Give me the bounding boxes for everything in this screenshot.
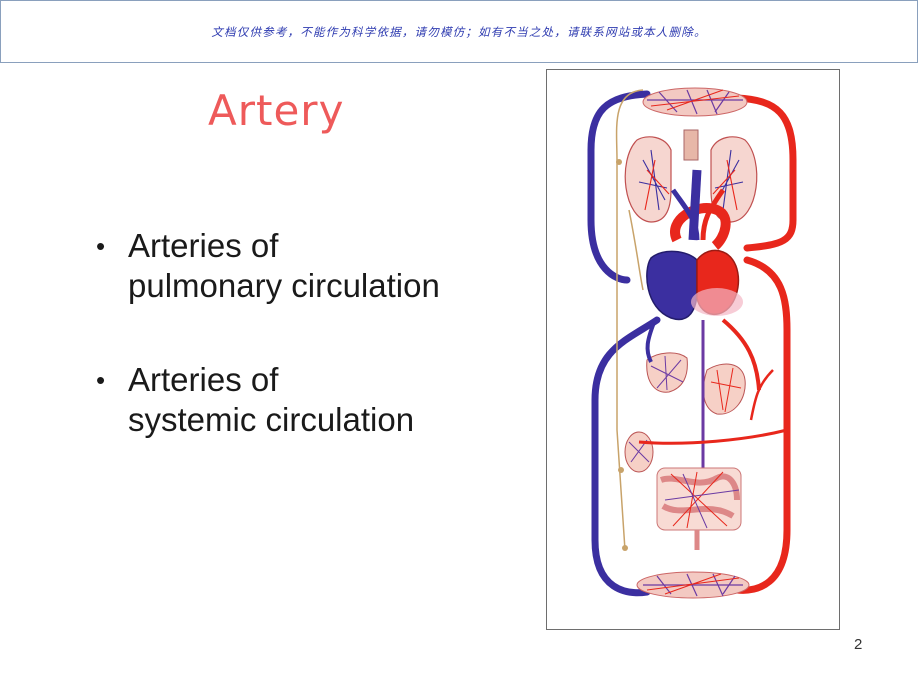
disclaimer-text: 文档仅供参考，不能作为科学依据，请勿模仿；如有不当之处，请联系网站或本人删除。: [211, 24, 707, 39]
circulation-diagram: [546, 69, 840, 630]
page-number: 2: [854, 636, 863, 653]
spleen: [624, 431, 654, 473]
disclaimer-banner: 文档仅供参考，不能作为科学依据，请勿模仿；如有不当之处，请联系网站或本人删除。: [0, 0, 918, 63]
bullet-item: • Arteries of systemic circulation: [96, 360, 526, 440]
lower-capillary-bed: [636, 571, 750, 599]
bullet-line: systemic circulation: [128, 401, 415, 438]
stomach: [702, 363, 746, 415]
lungs: [624, 129, 758, 223]
slide-title: Artery: [208, 86, 345, 135]
bullet-line: Arteries of: [128, 361, 279, 398]
bullet-dot-icon: •: [96, 231, 106, 261]
bullet-dot-icon: •: [96, 365, 106, 395]
heart: [646, 169, 743, 321]
intestines: [656, 467, 742, 550]
bullet-item: • Arteries of pulmonary circulation: [96, 226, 526, 306]
head-capillary-bed: [642, 87, 748, 117]
liver: [646, 352, 688, 393]
bullet-line: pulmonary circulation: [128, 267, 440, 304]
bullet-list: • Arteries of pulmonary circulation • Ar…: [96, 226, 526, 494]
bullet-line: Arteries of: [128, 227, 279, 264]
circulation-illustration: [587, 87, 797, 599]
